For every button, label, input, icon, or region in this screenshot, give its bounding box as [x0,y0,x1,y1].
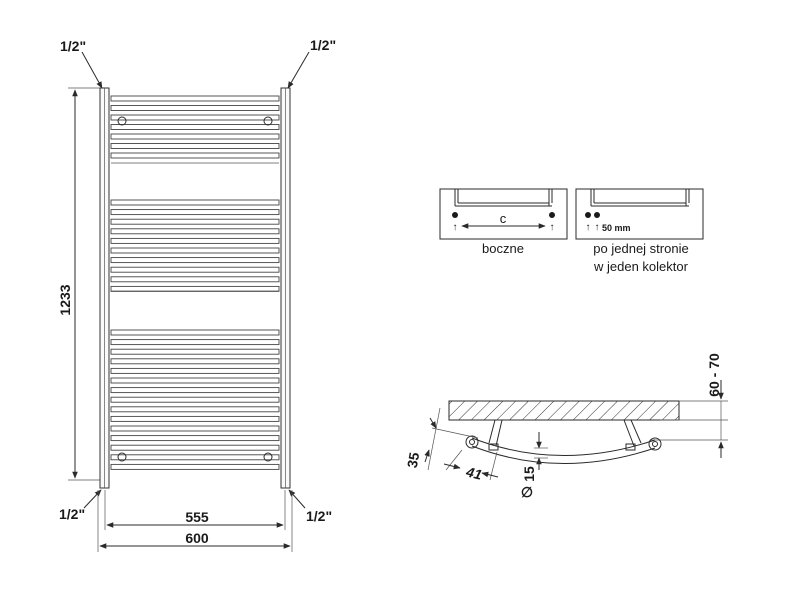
heating-bar [110,454,280,461]
bracket-right [623,419,642,447]
c-dim-label: c [500,211,507,226]
wall-section [448,400,680,421]
inner-width-label: 555 [185,509,209,525]
wall-offset-label: 60 - 70 [706,353,722,397]
heating-bar [110,435,280,442]
pipe-top-right-label: 1/2" [310,37,336,53]
pipe-bottom-left-label: 1/2" [59,506,85,522]
heating-bar [110,444,280,451]
heating-bar [110,237,280,244]
heating-bar [110,463,280,470]
heating-bar [110,228,280,235]
heating-bar [110,367,280,374]
tube-end-right [648,437,662,451]
heating-bar [110,209,280,216]
heating-bar [110,133,280,140]
inlet-dot-left [452,212,458,218]
outer-width-label: 600 [185,530,209,546]
inlet-dot-1 [585,212,591,218]
heating-bar [110,257,280,264]
heating-bar [110,114,280,121]
heating-bar [110,199,280,206]
heating-bar [110,339,280,346]
heating-bar [110,415,280,422]
tube-end-left [465,435,479,449]
side-caption: boczne [482,241,524,256]
heating-bar [110,285,280,292]
connection-one-side: ↑ ↑ 50 mm po jednej stronie w jeden kole… [575,188,704,274]
heating-bar [110,266,280,273]
bracket-bottom-left [117,452,127,462]
pipe-bottom-left-arrow [83,489,102,509]
dim-15-label: 15 [521,466,537,482]
heating-bar [110,218,280,225]
svg-text:↑: ↑ [586,222,591,233]
inlet-dot-right [549,212,555,218]
height-label: 1233 [57,284,73,315]
heating-bar [110,358,280,365]
offset-35-label: 35 [404,451,422,469]
heating-bar [110,396,280,403]
heating-bar [110,425,280,432]
svg-text:↑: ↑ [595,222,600,233]
bracket-top-left [117,116,127,126]
heating-bar [110,329,280,336]
heating-bar [110,276,280,283]
bracket-bottom-right [263,452,273,462]
one-side-caption-line2: w jeden kolektor [593,259,689,274]
pipe-top-left-arrow [81,51,103,89]
side-view: 60 - 70 35 41 15 ∅ [404,353,728,500]
pipe-bottom-right-label: 1/2" [306,508,332,524]
heating-bars [110,95,280,470]
pipe-top-right-arrow [287,51,310,89]
rail-curve-inner [471,445,656,464]
pipe-bottom-right-arrow [288,489,306,509]
front-view: 1233 1/2" 1/2" 1/2" 1/2" 555 600 [57,37,336,552]
rail-curve-outer [471,437,656,456]
heating-bar [110,124,280,130]
inlet-dot-2 [594,212,600,218]
diameter-symbol: ∅ [521,484,533,500]
svg-text:↑: ↑ [550,222,555,233]
heating-bar [110,143,280,149]
bracket-top-right [263,116,273,126]
one-side-caption-line1: po jednej stronie [593,241,688,256]
svg-text:↑: ↑ [453,222,458,233]
fifty-mm-label: 50 mm [602,223,631,233]
bracket-left [488,419,503,447]
heating-bar [110,95,280,102]
connection-side: ↑ ↑ c boczne [439,188,568,256]
heating-bar [110,247,280,254]
heating-bar [110,152,280,159]
heating-bar [110,387,280,394]
heating-bar [110,105,280,111]
heating-bar [110,348,280,355]
pipe-top-left-label: 1/2" [60,38,86,54]
heating-bar [110,377,280,384]
heating-bar [110,406,280,413]
dim-41-label: 41 [464,463,484,483]
